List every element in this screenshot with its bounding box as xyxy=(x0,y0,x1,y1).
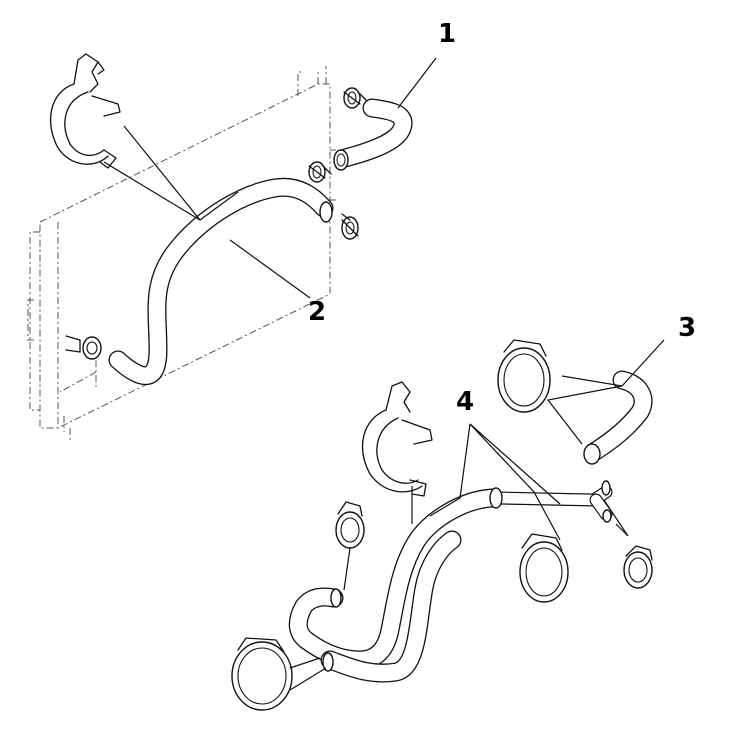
clamp-large-3 xyxy=(497,339,551,413)
clamp-upper-b xyxy=(308,161,332,183)
callout-4: 4 xyxy=(456,387,474,417)
clamp-upper-a xyxy=(343,87,367,109)
hose-clip-lower xyxy=(362,381,433,497)
upper-hose-1 xyxy=(333,98,413,171)
leader-lines xyxy=(103,57,665,691)
callout-2: 2 xyxy=(308,297,326,327)
clamp-upper-c xyxy=(341,213,359,240)
elbow-hose-3 xyxy=(583,370,653,465)
clamp-large-middle xyxy=(519,533,569,603)
callout-3: 3 xyxy=(678,313,696,343)
radiator-outline xyxy=(27,66,336,440)
hose-assembly-4 xyxy=(288,480,613,683)
clamp-lower-radiator xyxy=(65,335,102,360)
clamp-small-left xyxy=(335,501,365,549)
clamp-large-bottom xyxy=(231,637,293,711)
radiator-hose-2 xyxy=(108,177,334,386)
callout-1: 1 xyxy=(438,19,456,49)
hose-clip-upper xyxy=(50,53,121,169)
clamp-small-right xyxy=(623,545,653,589)
